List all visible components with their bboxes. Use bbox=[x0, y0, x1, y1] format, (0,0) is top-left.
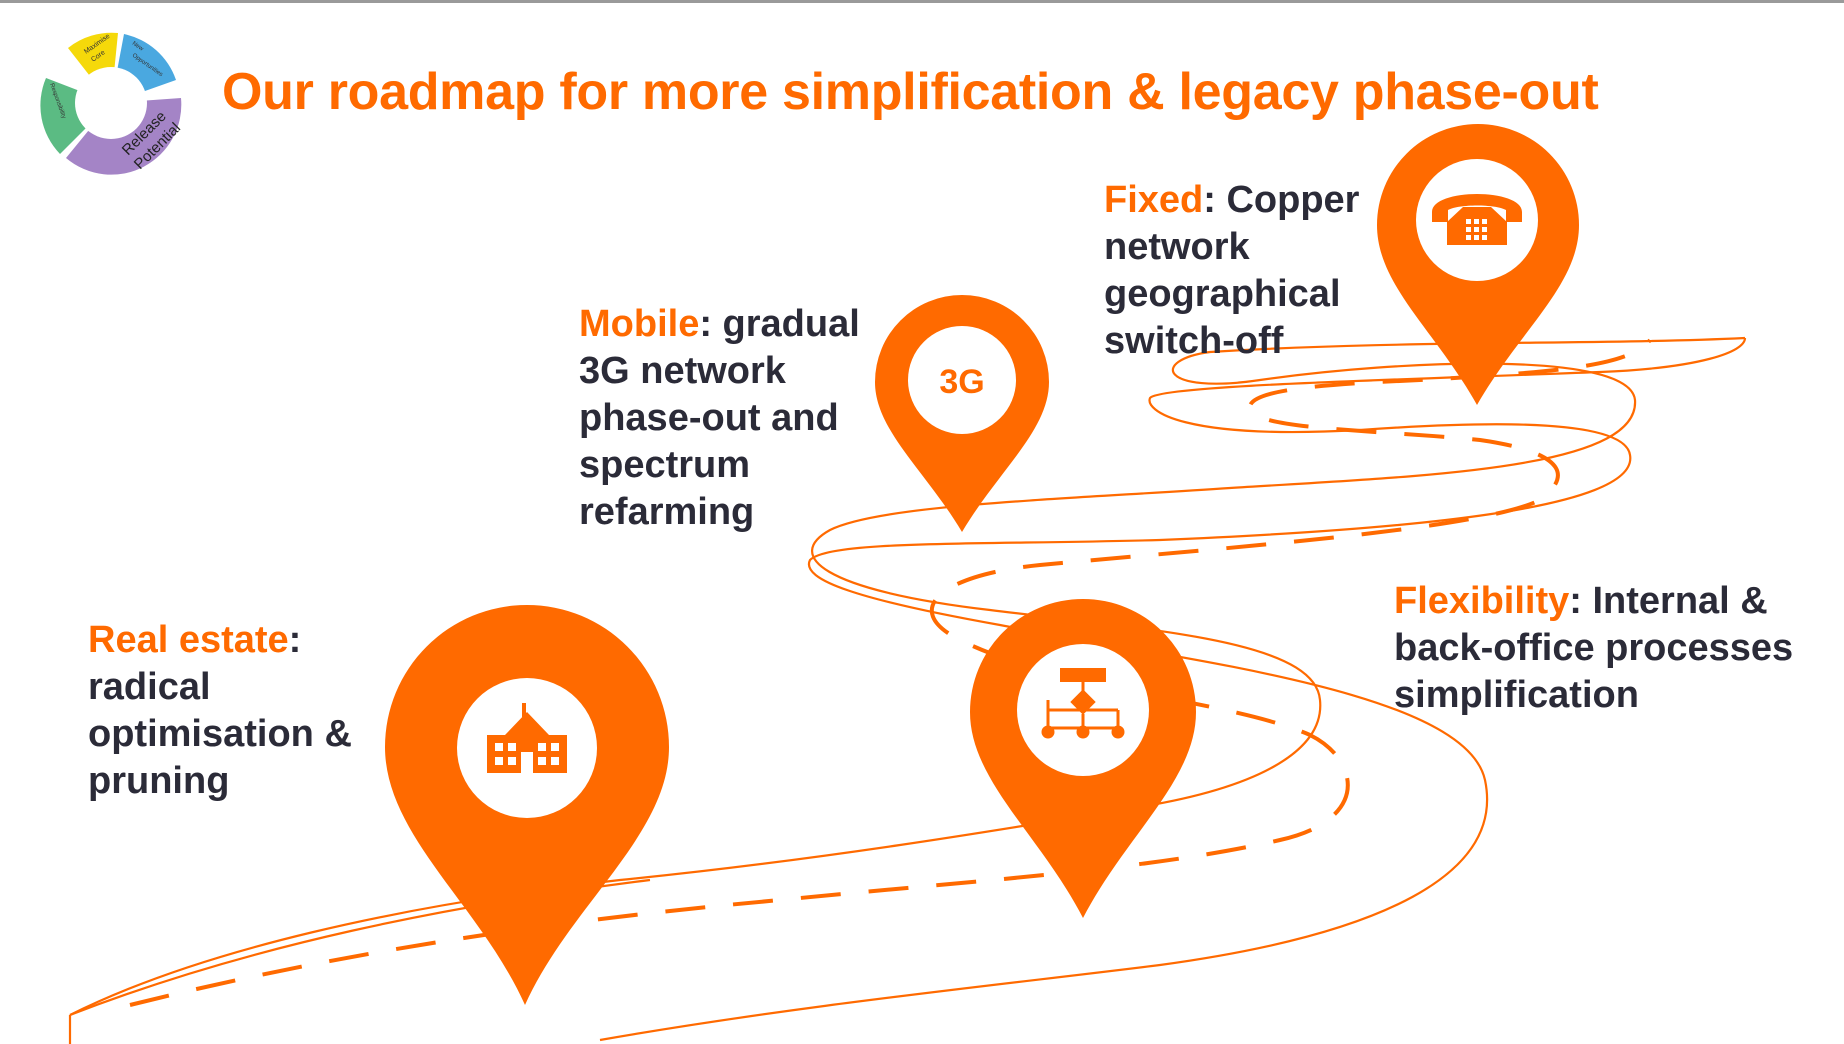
pin-fixed bbox=[1377, 124, 1579, 405]
pin-mobile: 3G bbox=[875, 295, 1049, 532]
label-flexibility: Flexibility: Internal & back-office proc… bbox=[1394, 580, 1794, 716]
org-chart-icon bbox=[1041, 668, 1125, 739]
page-title: Our roadmap for more simplification & le… bbox=[222, 63, 1599, 121]
label-mobile-highlight: Mobile bbox=[579, 303, 700, 345]
pin-real-estate bbox=[385, 605, 669, 1005]
label-real-estate: Real estate: radical optimisation & prun… bbox=[88, 619, 352, 802]
pin-flexibility bbox=[970, 599, 1196, 918]
release-potential-logo: Maximise Core New Opportunities Release … bbox=[40, 32, 184, 175]
label-real-estate-highlight: Real estate bbox=[88, 619, 289, 661]
road-center-line bbox=[129, 338, 1652, 1007]
telephone-icon bbox=[1432, 194, 1522, 245]
label-mobile: Mobile: gradual 3G network phase-out and… bbox=[579, 303, 860, 533]
pin-3g-label: 3G bbox=[939, 363, 984, 401]
top-border bbox=[0, 0, 1844, 3]
label-fixed-highlight: Fixed bbox=[1104, 179, 1204, 221]
label-fixed: Fixed: Copper network geographical switc… bbox=[1104, 179, 1360, 362]
label-flexibility-highlight: Flexibility bbox=[1394, 580, 1570, 622]
